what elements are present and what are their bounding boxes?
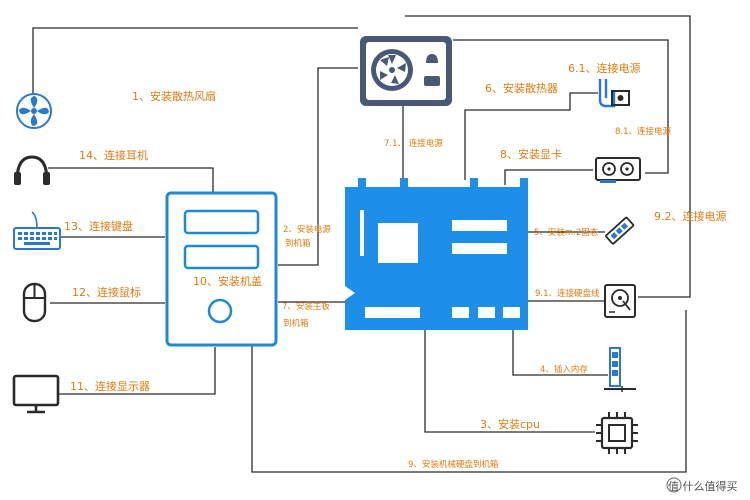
label-step-8: 8、安装显卡	[500, 147, 562, 161]
pc-case	[165, 191, 278, 347]
label-step-2-line2: 到机箱	[285, 238, 311, 249]
watermark: 值 什么值得买	[666, 477, 738, 493]
cpu-chip-icon	[596, 412, 638, 454]
connection-wires	[32, 15, 691, 473]
label-step-7-line1: 7、安装主板	[282, 301, 330, 312]
step-labels: 1、安装散热风扇 14、连接耳机 13、连接键盘 12、连接鼠标 11、连接显示…	[64, 61, 727, 470]
mouse-icon	[22, 282, 47, 323]
keyboard-icon	[13, 211, 61, 250]
label-step-7-1: 7.1、 连接电源	[384, 138, 443, 149]
label-step-9-2: 9.2、连接电源	[654, 209, 727, 223]
label-step-8-1: 8.1、连接电源	[615, 126, 672, 137]
hard-drive-icon	[604, 284, 636, 318]
power-supply-icon	[360, 36, 452, 106]
cpu-cooler-icon	[598, 79, 630, 108]
label-step-6-1: 6.1、连接电源	[568, 61, 641, 75]
watermark-text: 值 什么值得买	[668, 480, 738, 493]
label-step-9: 9、安装机械硬盘到机箱	[408, 459, 499, 470]
label-step-5: 5、安装m.2固态	[534, 227, 599, 238]
motherboard-icon	[345, 178, 528, 330]
label-step-13: 13、连接键盘	[64, 219, 133, 233]
label-step-3: 3、安装cpu	[480, 417, 540, 431]
m2-ssd-icon	[605, 216, 635, 245]
label-step-14: 14、连接耳机	[79, 148, 148, 162]
graphics-card-icon	[595, 157, 641, 183]
label-step-7-line2: 到机箱	[283, 318, 309, 329]
label-step-9-1: 9.1、连接硬盘线	[535, 288, 600, 299]
monitor-icon	[12, 374, 60, 414]
label-step-2-line1: 2、安装电源	[283, 224, 331, 235]
label-step-12: 12、连接鼠标	[72, 285, 141, 299]
cooling-fan-icon	[16, 93, 52, 129]
label-step-4: 4、插入内存	[540, 364, 588, 375]
label-step-1: 1、安装散热风扇	[132, 89, 216, 103]
label-step-10: 10、安装机盖	[193, 274, 262, 288]
label-step-6: 6、安装散热器	[485, 81, 558, 95]
label-step-11: 11、连接显示器	[70, 380, 150, 393]
ram-icon	[604, 347, 636, 392]
headphones-icon	[14, 155, 50, 185]
